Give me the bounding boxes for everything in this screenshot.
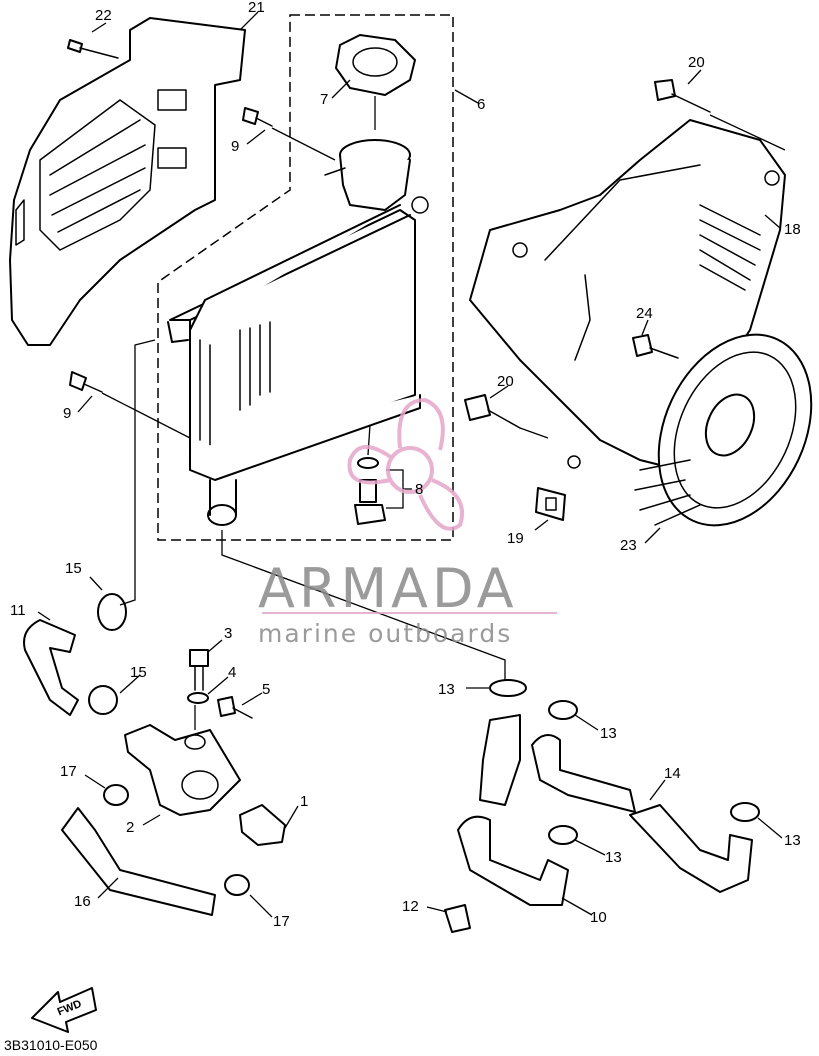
radiator-filler-neck <box>324 139 411 211</box>
part-label-9-upper: 9 <box>231 138 239 155</box>
part-label-10: 10 <box>590 909 607 926</box>
part-label-5: 5 <box>262 681 270 698</box>
cooling-fan <box>634 333 813 527</box>
thermostat <box>239 804 286 846</box>
bolt-9-upper <box>242 107 273 127</box>
radiator-cover <box>9 17 246 346</box>
part-label-1: 1 <box>300 793 308 810</box>
part-label-24: 24 <box>636 305 653 322</box>
clamp-15-upper <box>97 593 127 631</box>
part-label-13a: 13 <box>438 681 455 698</box>
part-label-20-lower: 20 <box>497 373 514 390</box>
part-label-19: 19 <box>507 530 524 547</box>
bolt-5 <box>217 696 253 719</box>
part-label-18: 18 <box>784 221 801 238</box>
drain-bolt <box>354 457 386 525</box>
bolt-20-upper <box>654 79 711 113</box>
hose-11 <box>23 619 79 716</box>
watermark-brand: ARMADA <box>258 557 518 620</box>
radiator-core <box>167 196 429 526</box>
part-label-21: 21 <box>248 0 265 16</box>
part-label-17b: 17 <box>273 913 290 930</box>
part-label-2: 2 <box>126 819 134 836</box>
thermostat-housing <box>124 724 241 816</box>
clamp-13a <box>489 679 527 697</box>
clamp-13b <box>548 700 578 720</box>
clamp-13c <box>548 825 578 845</box>
bolt-22 <box>67 39 119 59</box>
radiator-assembly-outline <box>157 14 454 541</box>
watermark-divider <box>262 612 557 614</box>
clamp-17b <box>224 874 250 896</box>
part-label-13b: 13 <box>600 725 617 742</box>
part-label-23: 23 <box>620 537 637 554</box>
diagram-code: 3B31010-E050 <box>4 1037 98 1053</box>
bolt-24 <box>632 334 679 359</box>
part-label-13d: 13 <box>605 849 622 866</box>
part-label-4: 4 <box>228 664 236 681</box>
part-label-6: 6 <box>477 96 485 113</box>
part-label-20-upper: 20 <box>688 54 705 71</box>
part-label-17a: 17 <box>60 763 77 780</box>
screw-3 <box>189 649 209 691</box>
hose-10 <box>457 714 569 906</box>
grommet-19 <box>535 487 566 521</box>
part-labels: 22 21 7 6 9 20 18 24 9 20 8 19 23 15 11 … <box>10 0 801 930</box>
leader-lines <box>37 11 786 918</box>
part-label-15-lower: 15 <box>130 664 147 681</box>
part-label-14: 14 <box>664 765 681 782</box>
clamp-15-lower <box>88 685 118 715</box>
part-label-13c: 13 <box>784 832 801 849</box>
part-label-12: 12 <box>402 898 419 915</box>
part-label-7: 7 <box>320 91 328 108</box>
watermark-tagline: marine outboards <box>258 619 512 648</box>
hose-16 <box>61 807 216 916</box>
watermark-logo-icon <box>347 397 465 531</box>
part-label-22: 22 <box>95 7 112 24</box>
bolt-20-lower <box>464 394 521 429</box>
part-label-15-upper: 15 <box>65 560 82 577</box>
fwd-arrow-icon: FWD <box>31 987 97 1033</box>
washer-4 <box>187 692 209 704</box>
part-label-9-lower: 9 <box>63 405 71 422</box>
watermark: ARMADA marine outboards <box>258 397 557 648</box>
clamp-12 <box>444 904 471 933</box>
part-label-3: 3 <box>224 625 232 642</box>
bolt-9-lower <box>69 371 103 393</box>
hose-14 <box>531 734 753 893</box>
clamp-13d <box>730 802 760 822</box>
part-label-16: 16 <box>74 893 91 910</box>
part-label-11: 11 <box>10 602 26 619</box>
clamp-17a <box>103 784 129 806</box>
part-label-8: 8 <box>415 481 423 498</box>
radiator-cap <box>335 34 416 96</box>
